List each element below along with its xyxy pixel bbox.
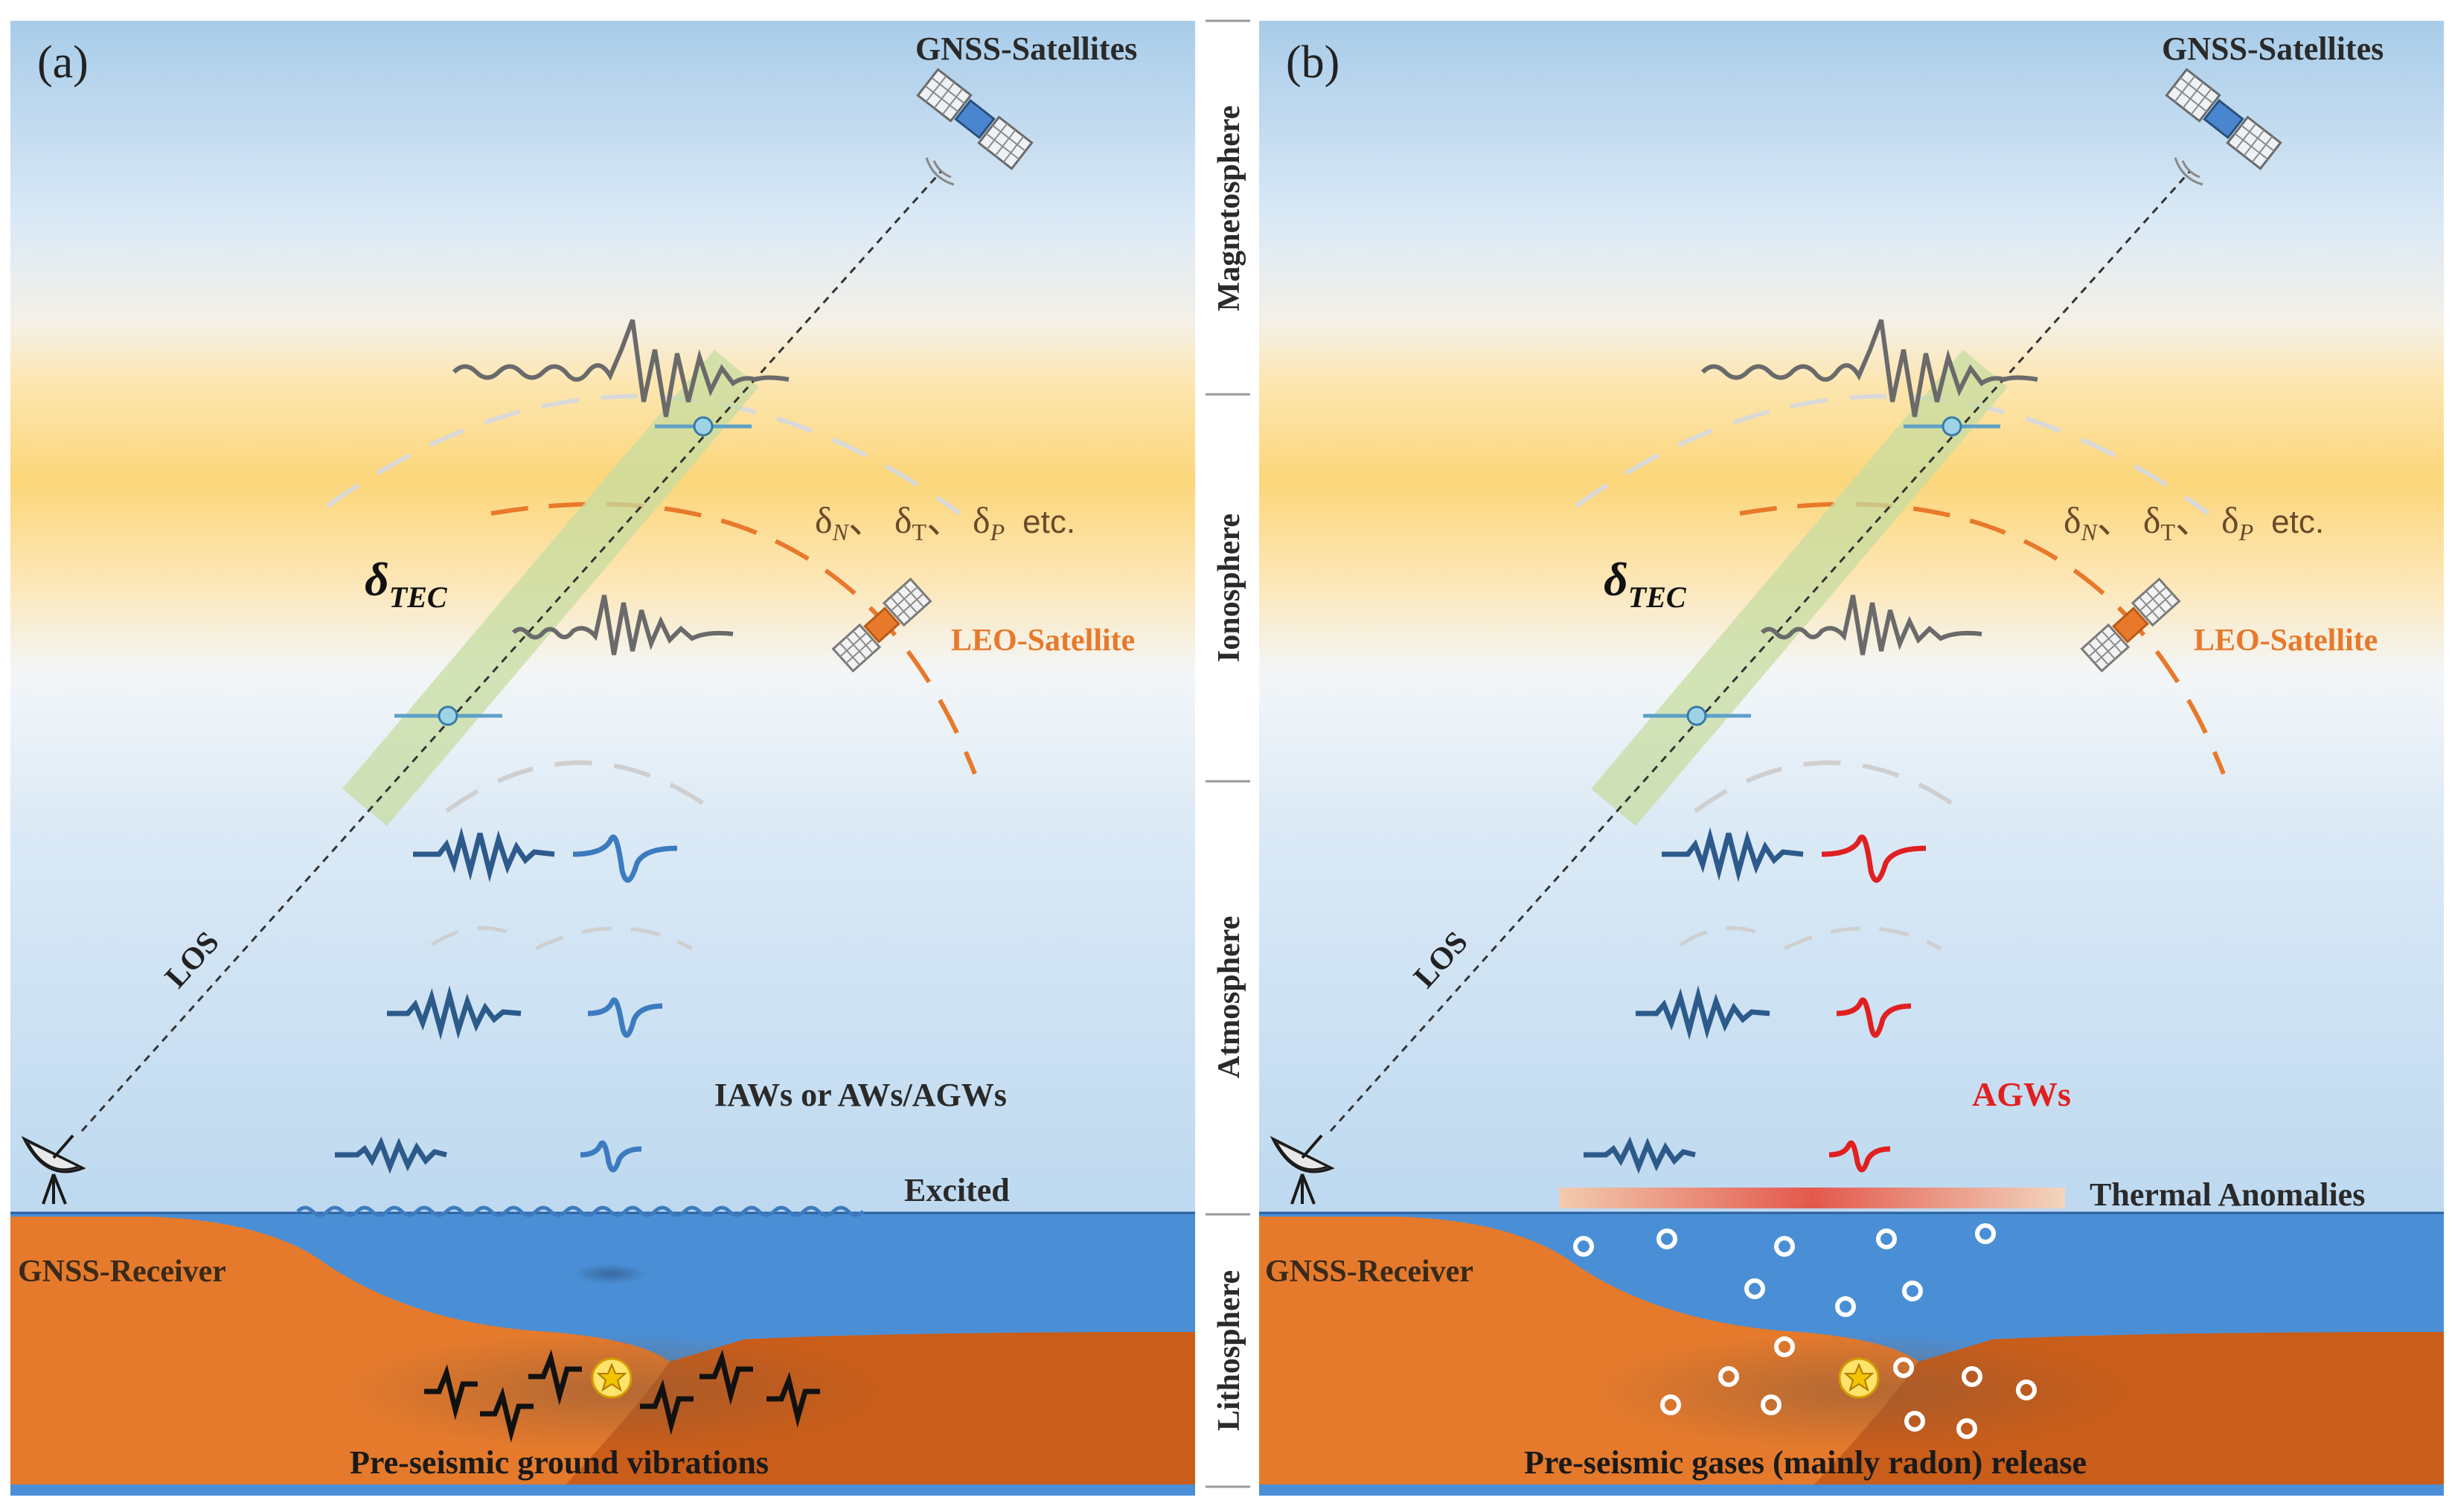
panel-a-epicenter-star [591, 1357, 633, 1399]
panel-a-los-line [80, 170, 943, 1133]
panel-a-gnss-satellites-label: GNSS-Satellites [915, 31, 1137, 67]
panel-a-arc-small2 [534, 926, 694, 951]
panel-a-wave-upper [452, 318, 790, 417]
panel-b-waves-label: AGWs [1972, 1075, 2071, 1113]
panel-a-nwave-3 [580, 1140, 642, 1173]
panel-a-leo-orbit [490, 502, 977, 775]
panel-b-thermal-anomaly-bar [1559, 1188, 2065, 1208]
panel-b-leo-orbit [1739, 502, 2226, 775]
panel-a-arc-lower [445, 760, 716, 813]
panel-b-signal-waves-icon [2174, 157, 2203, 186]
panel-a-delta-tec: δTEC [365, 553, 448, 614]
panel-a-gnss-receiver-label: GNSS-Receiver [18, 1255, 226, 1289]
panel-b-wavepacket-1 [1662, 827, 1804, 882]
panel-a-ocean-smudge [573, 1263, 647, 1284]
panel-b-label: (b) [1286, 37, 1339, 88]
panel-b-pierce-upper-dot [1942, 416, 1962, 437]
panel-a-ground-vibrations [424, 1349, 820, 1443]
panel-a-surface-ripple [296, 1205, 865, 1217]
panel-b-red-nwave-2 [1836, 997, 1912, 1038]
panel-b-los-line [1329, 170, 2192, 1133]
panel-b-epicenter-star [1838, 1357, 1880, 1399]
panel-b-radon-bubbles [1573, 1223, 2037, 1439]
panel-a-wavepacket-1 [413, 827, 555, 882]
panel-b-red-nwave-3 [1828, 1140, 1891, 1173]
panel-b-thermal-label: Thermal Anomalies [2090, 1176, 2365, 1213]
layer-column: Magnetosphere Ionosphere Atmosphere Lith… [1195, 19, 1259, 1488]
panel-a-signal-waves-icon [925, 157, 955, 186]
layer-ionosphere: Ionosphere [1212, 513, 1246, 662]
layer-column-bg [1195, 21, 1259, 1487]
panel-a-leo-satellite-label: LEO-Satellite [951, 624, 1135, 658]
panel-a-pierce-upper-dot [693, 416, 714, 437]
panel-a-nwave-1 [572, 834, 678, 883]
panel-a-bottom-caption: Pre-seismic ground vibrations [350, 1444, 769, 1481]
panel-a-wave-middle [511, 595, 734, 656]
layer-atmosphere: Atmosphere [1212, 916, 1246, 1079]
panel-a-arc-small1 [430, 926, 522, 947]
panel-b-wavepacket-2 [1636, 985, 1770, 1040]
panel-b-gnss-receiver-label: GNSS-Receiver [1265, 1255, 1473, 1289]
panel-b-sky [1259, 21, 2444, 1230]
panel-a-excited-label: Excited [904, 1172, 1010, 1208]
panel-a-sky [10, 21, 1195, 1230]
panel-a-pierce-lower-dot [438, 705, 458, 726]
panel-b-wavepacket-3 [1584, 1136, 1696, 1174]
layer-lithosphere: Lithosphere [1212, 1270, 1246, 1431]
panel-a-nwave-2 [587, 997, 663, 1038]
panel-a-waves-label: IAWs or AWs/AGWs [714, 1077, 1007, 1113]
panel-b-delta-tec: δTEC [1604, 553, 1687, 614]
layer-magnetosphere: Magnetosphere [1212, 106, 1246, 312]
panel-a-label: (a) [37, 37, 89, 88]
panel-b-pierce-lower-dot [1686, 705, 1707, 726]
panel-b-arc-small1 [1679, 926, 1771, 947]
panel-b-leo-satellite-label: LEO-Satellite [2194, 624, 2378, 658]
panel-b-wave-middle [1760, 595, 1982, 656]
panel-a-wavepacket-2 [387, 985, 522, 1040]
panel-b-wave-upper [1700, 318, 2038, 417]
panel-b-arc-small2 [1783, 926, 1942, 951]
panel-b-arc-lower [1694, 760, 1965, 813]
panel-b-bottom-caption: Pre-seismic gases (mainly radon) release [1524, 1444, 2087, 1481]
panel-b-gnss-satellites-label: GNSS-Satellites [2162, 31, 2384, 67]
panel-b-red-nwave-1 [1821, 834, 1927, 883]
panel-a-wavepacket-3 [335, 1136, 447, 1174]
